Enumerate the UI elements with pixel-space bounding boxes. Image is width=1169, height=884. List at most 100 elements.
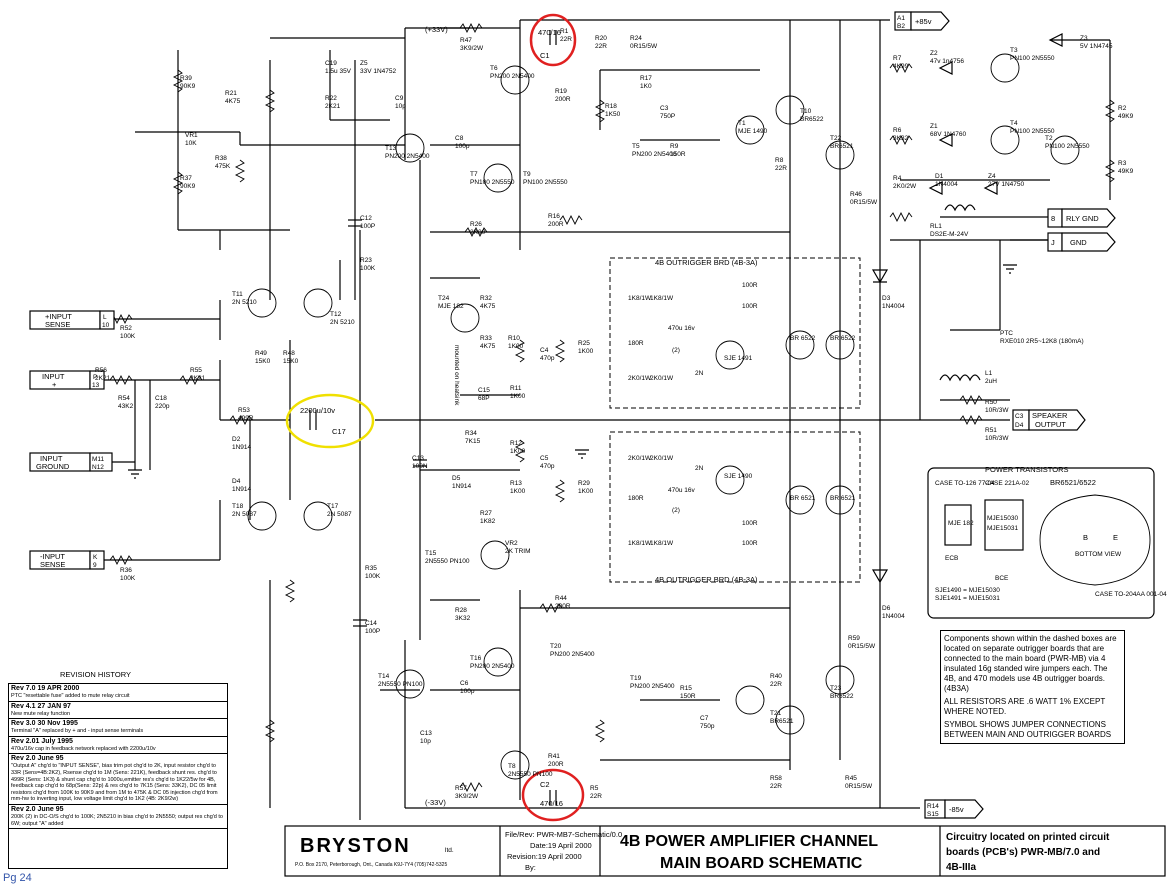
component-t4-value: PN100 2N5550 bbox=[1010, 128, 1055, 135]
component-t20-value: PN200 2N5400 bbox=[550, 651, 595, 658]
svg-text:OUTPUT: OUTPUT bbox=[1035, 420, 1066, 429]
title-line1: 4B POWER AMPLIFIER CHANNEL bbox=[620, 833, 878, 850]
svg-text:(2): (2) bbox=[672, 347, 680, 354]
component-r24-value: 0R15/5W bbox=[630, 43, 658, 50]
component-c19-value: 1.5u 35V bbox=[325, 68, 352, 75]
terminal-minus-input-sense: -INPUT SENSE K 9 bbox=[29, 550, 105, 570]
component-r32-ref: R32 bbox=[480, 295, 492, 302]
component-r25-ref: R25 bbox=[578, 340, 590, 347]
component-ptc-ref: PTC bbox=[1000, 330, 1013, 337]
component-r59-ref: R59 bbox=[848, 635, 860, 642]
component-t21-ref: T21 bbox=[770, 710, 782, 717]
svg-text:(2): (2) bbox=[672, 507, 680, 514]
svg-text:1K8/1W: 1K8/1W bbox=[650, 295, 674, 302]
company-address: P.O. Box 2170, Peterborough, Ont., Canad… bbox=[295, 862, 447, 868]
svg-text:MJE15030: MJE15030 bbox=[987, 515, 1018, 522]
ground-icons bbox=[128, 264, 1017, 479]
note-resistors: ALL RESISTORS ARE .6 WATT 1% EXCEPT WHER… bbox=[944, 697, 1106, 716]
component-rl1-ref: RL1 bbox=[930, 223, 942, 230]
component-c15-value: 68P bbox=[478, 395, 490, 402]
component-t11-ref: T11 bbox=[232, 291, 243, 298]
component-r22-ref: R22 bbox=[325, 95, 337, 102]
power-transistors-legend: POWER TRANSISTORS CASE TO-126 77-04 CASE… bbox=[927, 465, 1167, 619]
component-c9-value: 10p bbox=[395, 103, 406, 110]
component-r46-ref: R46 bbox=[850, 191, 862, 198]
revision-entry-text: "Output A" chg'd to "INPUT SENSE", bias … bbox=[11, 763, 218, 803]
component-r45-value: 0R15/5W bbox=[845, 783, 873, 790]
component-r25-value: 1K00 bbox=[578, 348, 594, 355]
component-r36-value: 100K bbox=[120, 575, 136, 582]
component-d1-ref: D1 bbox=[935, 173, 944, 180]
component-t18-ref: T18 bbox=[232, 503, 244, 510]
svg-text:R14: R14 bbox=[927, 803, 939, 810]
svg-text:MJE 182: MJE 182 bbox=[948, 520, 974, 527]
svg-text:180R: 180R bbox=[628, 340, 644, 347]
svg-text:+85v: +85v bbox=[915, 17, 932, 26]
terminal-input-plus: INPUT + P 13 bbox=[29, 370, 105, 390]
component-r56-value: 2K21 bbox=[95, 375, 111, 382]
component-t7-ref: T7 bbox=[470, 171, 478, 178]
component-r50-ref: R50 bbox=[985, 399, 997, 406]
svg-text:M11: M11 bbox=[92, 456, 105, 463]
component-t21-value: BR6521 bbox=[770, 718, 794, 725]
component-r38-ref: R38 bbox=[215, 155, 227, 162]
component-r11-ref: R11 bbox=[510, 385, 522, 392]
terminal-pos85: A1 B2 +85v bbox=[894, 11, 950, 31]
component-c12-ref: C12 bbox=[360, 215, 372, 222]
svg-text:-INPUT: -INPUT bbox=[40, 552, 65, 561]
component-r29-ref: R29 bbox=[578, 480, 590, 487]
component-t9-value: PN100 2N5550 bbox=[523, 179, 568, 186]
svg-text:BR6521/6522: BR6521/6522 bbox=[1050, 478, 1096, 487]
svg-text:BR 6521: BR 6521 bbox=[790, 495, 816, 502]
component-z1-ref: Z1 bbox=[930, 123, 938, 130]
svg-text:Date:19 April 2000: Date:19 April 2000 bbox=[530, 841, 592, 850]
component-t6-ref: T6 bbox=[490, 65, 498, 72]
svg-text:9: 9 bbox=[93, 562, 97, 569]
component-r54-ref: R54 bbox=[118, 395, 130, 402]
component-c18-value: 220p bbox=[155, 403, 170, 410]
c2-ref: C2 bbox=[540, 780, 550, 789]
component-r3-value: 49K9 bbox=[1118, 168, 1134, 175]
revision-entry-rev: Rev 4.1 27 JAN 97 bbox=[11, 702, 71, 710]
component-t12-value: 2N 5210 bbox=[330, 319, 355, 326]
svg-text:2K0/1W: 2K0/1W bbox=[628, 455, 652, 462]
component-r28-ref: R28 bbox=[455, 607, 467, 614]
svg-text:4B OUTRIGGER BRD (4B-3A): 4B OUTRIGGER BRD (4B-3A) bbox=[655, 575, 758, 584]
component-r49-ref: R49 bbox=[255, 350, 267, 357]
component-r15-value: 150R bbox=[680, 693, 696, 700]
diode-symbols bbox=[871, 33, 1063, 584]
component-r41-ref: R41 bbox=[548, 753, 560, 760]
component-l1-ref: L1 bbox=[985, 370, 993, 377]
component-t23-ref: T23 bbox=[830, 685, 842, 692]
component-r27-ref: R27 bbox=[480, 510, 492, 517]
svg-text:2K0/1W: 2K0/1W bbox=[628, 375, 652, 382]
component-r1-ref: R1 bbox=[560, 28, 569, 35]
component-r21-ref: R21 bbox=[225, 90, 237, 97]
svg-text:L: L bbox=[103, 314, 107, 321]
component-r55-value: 2K21 bbox=[190, 375, 206, 382]
svg-text:ECB: ECB bbox=[945, 555, 958, 562]
component-r58-ref: R58 bbox=[770, 775, 782, 782]
component-t17-ref: T17 bbox=[327, 503, 339, 510]
note-dashed: Components shown within the dashed boxes… bbox=[944, 634, 1117, 693]
svg-text:2K0/1W: 2K0/1W bbox=[650, 455, 674, 462]
component-r33-ref: R33 bbox=[480, 335, 492, 342]
component-r10-ref: R10 bbox=[508, 335, 520, 342]
component-r11-value: 1K00 bbox=[510, 393, 526, 400]
component-t16-ref: T16 bbox=[470, 655, 482, 662]
component-r34-ref: R34 bbox=[465, 430, 477, 437]
component-c15-ref: C15 bbox=[478, 387, 490, 394]
company-name: BRYSTON bbox=[300, 835, 411, 857]
component-r9-ref: R9 bbox=[670, 143, 679, 150]
component-vr1-value: 10K bbox=[185, 140, 197, 147]
component-r48-value: 15K0 bbox=[283, 358, 299, 365]
svg-text:E: E bbox=[1113, 533, 1118, 542]
svg-text:SENSE: SENSE bbox=[40, 560, 65, 569]
component-c19-ref: C19 bbox=[325, 60, 337, 67]
component-t24-value: MJE 182 bbox=[438, 303, 464, 310]
component-r39-ref: R39 bbox=[180, 75, 192, 82]
component-c6-ref: C6 bbox=[460, 680, 469, 687]
svg-text:2K0/1W: 2K0/1W bbox=[650, 375, 674, 382]
